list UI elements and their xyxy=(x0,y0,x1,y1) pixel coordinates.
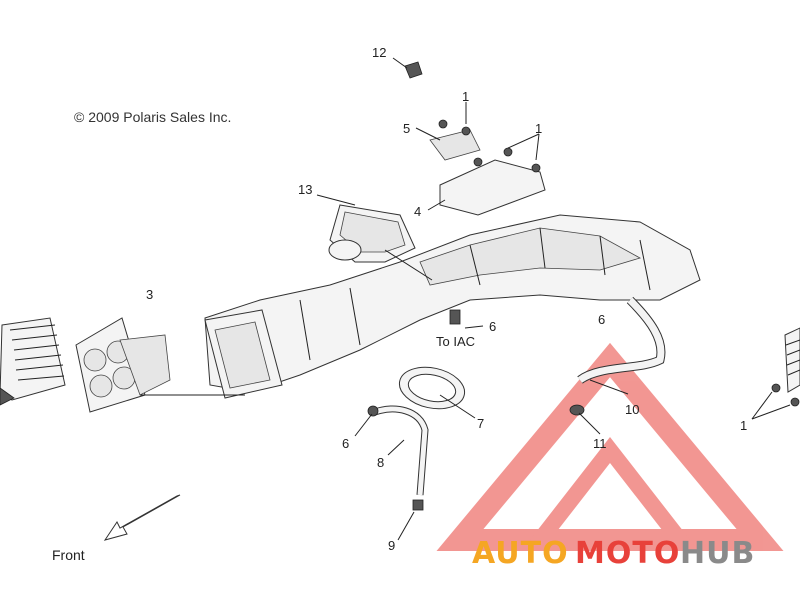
part-6-fitting-iac xyxy=(449,309,461,325)
part-7-gasket xyxy=(398,366,466,410)
copyright-text: © 2009 Polaris Sales Inc. xyxy=(74,109,231,125)
part-10-hose xyxy=(569,296,666,416)
airbox-right xyxy=(771,327,800,407)
callout-5: 5 xyxy=(403,121,410,136)
callout-7: 7 xyxy=(477,416,484,431)
watermark-auto: AUTO xyxy=(472,536,569,571)
watermark-text: AUTO MOTO HUB xyxy=(472,536,755,571)
callout-10: 10 xyxy=(625,402,639,417)
callout-6-right: 6 xyxy=(598,312,605,327)
part-8-hose xyxy=(367,405,429,511)
front-arrow xyxy=(103,494,181,541)
part-13-funnel-boot xyxy=(328,204,416,263)
part-4-bracket xyxy=(429,119,546,216)
callout-1-top: 1 xyxy=(462,89,469,104)
leader-lines xyxy=(316,57,791,541)
callout-9: 9 xyxy=(388,538,395,553)
watermark-moto: MOTO xyxy=(575,536,680,571)
callout-13: 13 xyxy=(298,182,312,197)
callout-6-iac: 6 xyxy=(489,319,496,334)
callout-8: 8 xyxy=(377,455,384,470)
part-3-filter-frame xyxy=(75,317,245,413)
callout-1-bracket: 1 xyxy=(535,121,542,136)
intake-duct xyxy=(204,214,701,399)
watermark-hub: HUB xyxy=(680,536,755,571)
front-label: Front xyxy=(52,547,85,563)
callout-11: 11 xyxy=(593,436,607,451)
callout-12: 12 xyxy=(372,45,386,60)
watermark-logo xyxy=(436,342,784,551)
airbox-left xyxy=(0,317,66,406)
to-iac-label: To IAC xyxy=(436,334,475,349)
callout-3: 3 xyxy=(146,287,153,302)
callout-1-right: 1 xyxy=(740,418,747,433)
callout-6-left: 6 xyxy=(342,436,349,451)
callout-4: 4 xyxy=(414,204,421,219)
part-12-clip xyxy=(404,61,423,79)
